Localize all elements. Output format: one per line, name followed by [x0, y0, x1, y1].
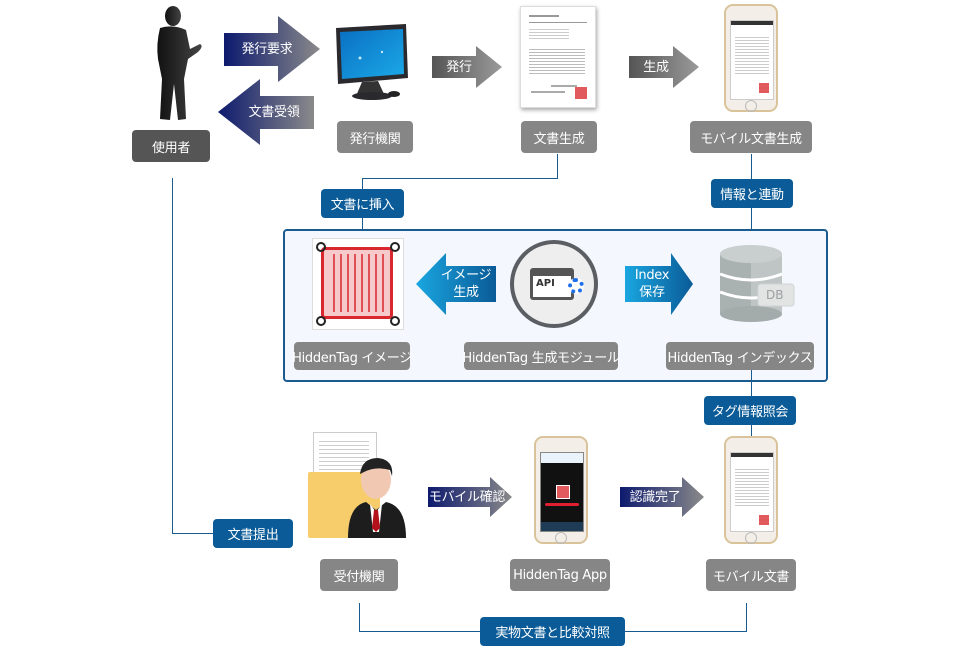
document-icon	[520, 6, 596, 108]
corner-marker-icon	[390, 316, 400, 326]
connector-line	[172, 533, 214, 534]
gear-icon	[568, 278, 584, 294]
issuer-label: 発行機関	[337, 121, 413, 153]
smartphone-app-icon	[534, 436, 588, 544]
api-text: API	[536, 278, 555, 289]
computer-monitor-icon	[332, 24, 412, 102]
submit-document-tag: 文書提出	[213, 519, 293, 548]
issue-arrow: 発行	[432, 46, 502, 88]
hiddentag-index-label: HiddenTag インデックス	[666, 342, 814, 370]
recognition-complete-arrow-text: 認識完了	[629, 490, 681, 505]
mobile-document-generation-label: モバイル文書生成	[690, 121, 812, 153]
api-module-icon: API	[510, 240, 598, 328]
image-generation-arrow-text-2: 生成	[453, 285, 479, 300]
hiddentag-app-label: HiddenTag App	[510, 559, 610, 591]
connector-line	[362, 178, 558, 179]
hiddentag-module-label: HiddenTag 生成モジュール	[462, 342, 620, 370]
database-icon: DB	[718, 244, 798, 324]
corner-marker-icon	[316, 316, 326, 326]
request-arrow: 発行要求	[224, 16, 320, 82]
receive-arrow-text: 文書受領	[248, 105, 300, 120]
tag-query-tag: タグ情報照会	[704, 396, 796, 425]
smartphone-document-icon	[724, 436, 778, 544]
hiddentag-seal-image	[312, 238, 404, 330]
connector-line	[557, 154, 558, 179]
index-save-arrow-text-1: Index	[634, 268, 670, 283]
receiver-label: 受付機関	[320, 559, 398, 591]
db-text: DB	[766, 288, 784, 302]
businessman-icon	[348, 458, 406, 538]
connector-line	[746, 603, 747, 632]
generate-arrow-text: 生成	[643, 60, 669, 75]
image-generation-arrow: イメージ 生成	[416, 253, 496, 315]
receive-arrow: 文書受領	[218, 79, 314, 145]
generate-arrow: 生成	[629, 46, 699, 88]
user-silhouette-icon	[140, 4, 210, 124]
image-generation-arrow-text-1: イメージ	[440, 268, 492, 283]
index-save-arrow: Index 保存	[625, 253, 693, 315]
connector-line	[359, 603, 360, 632]
user-label: 使用者	[132, 130, 210, 162]
mobile-check-arrow-text: モバイル確認	[428, 490, 506, 505]
mobile-document-label: モバイル文書	[706, 559, 796, 591]
smartphone-document-icon	[724, 4, 778, 112]
request-arrow-text: 発行要求	[241, 42, 293, 57]
compare-physical-tag: 実物文書と比較対照	[480, 617, 625, 646]
receiver-folder-icon	[308, 430, 408, 540]
issue-arrow-text: 発行	[446, 60, 472, 75]
insert-document-tag: 文書に挿入	[321, 189, 404, 218]
corner-marker-icon	[390, 242, 400, 252]
hiddentag-image-label: HiddenTag イメージ	[292, 342, 412, 370]
connector-line	[172, 178, 173, 534]
recognition-complete-arrow: 認識完了	[620, 477, 704, 517]
corner-marker-icon	[316, 242, 326, 252]
index-save-arrow-text-2: 保存	[639, 285, 665, 300]
document-generation-label: 文書生成	[521, 121, 597, 153]
link-info-tag: 情報と連動	[711, 179, 793, 208]
mobile-check-arrow: モバイル確認	[428, 477, 512, 517]
